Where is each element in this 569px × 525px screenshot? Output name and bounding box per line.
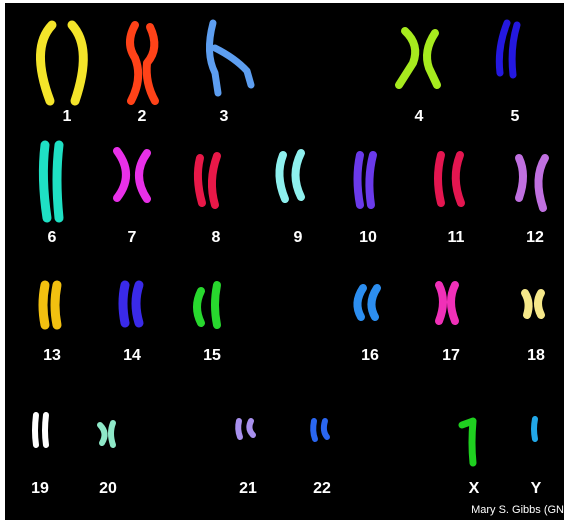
- chromosome-7-chromatid-1: [117, 151, 126, 198]
- chromosome-20-chromatid-1: [100, 425, 105, 443]
- chromosome-label-12: 12: [515, 230, 555, 246]
- chromosome-label-5: 5: [495, 109, 535, 125]
- chromosome-3: [209, 23, 251, 93]
- chromosome-4: [399, 31, 437, 85]
- chromosome-21: [238, 421, 253, 437]
- chromosome-2-chromatid-2: [147, 27, 155, 101]
- chromosome-10-chromatid-2: [369, 155, 373, 205]
- chromosome-label-4: 4: [399, 109, 439, 125]
- chromosome-15-chromatid-2: [215, 285, 217, 325]
- chromosome-label-10: 10: [348, 230, 388, 246]
- chromosome-20: [100, 423, 113, 445]
- chromosome-6-chromatid-2: [57, 145, 59, 218]
- chromosome-label-17: 17: [431, 348, 471, 364]
- chromosome-1-chromatid-1: [40, 25, 52, 101]
- chromosome-label-16: 16: [350, 348, 390, 364]
- chromosome-18: [525, 293, 541, 315]
- chromosome-label-20: 20: [88, 481, 128, 497]
- chromosome-7-chromatid-2: [139, 153, 147, 199]
- chromosome-3-chromatid-2: [215, 48, 251, 85]
- chromosome-8-chromatid-1: [198, 158, 202, 203]
- chromosome-label-2: 2: [122, 109, 162, 125]
- chromosome-label-21: 21: [228, 481, 268, 497]
- chromosome-21-chromatid-1: [238, 421, 240, 437]
- chromosome-16: [357, 288, 377, 317]
- chromosome-label-22: 22: [302, 481, 342, 497]
- chromosome-label-19: 19: [20, 481, 60, 497]
- chromosome-20-chromatid-2: [111, 423, 113, 445]
- chromosome-18-chromatid-2: [538, 293, 541, 315]
- chromosome-6: [43, 145, 59, 218]
- chromosome-14-chromatid-2: [136, 285, 139, 323]
- chromosome-6-chromatid-1: [43, 145, 47, 218]
- chromosome-4-chromatid-1: [399, 31, 415, 85]
- chromosome-1-chromatid-2: [72, 25, 83, 101]
- chromosome-label-9: 9: [278, 230, 318, 246]
- image-credit: Mary S. Gibbs (GN: [471, 504, 564, 516]
- chromosome-2-chromatid-1: [130, 25, 138, 101]
- chromosome-19: [35, 415, 46, 445]
- chromosome-22: [313, 421, 327, 439]
- chromosome-21-chromatid-2: [249, 421, 253, 435]
- chromosome-label-14: 14: [112, 348, 152, 364]
- chromosome-8: [198, 156, 217, 205]
- chromosome-13: [43, 285, 57, 325]
- chromosome-19-chromatid-1: [35, 415, 36, 445]
- chromosome-11-chromatid-1: [438, 155, 441, 203]
- chromosome-11-chromatid-2: [456, 155, 461, 203]
- chromosome-y-chromatid-1: [534, 419, 535, 439]
- chromosome-drawing: [5, 3, 564, 520]
- chromosome-label-x: X: [454, 481, 494, 497]
- chromosome-10: [358, 155, 374, 205]
- chromosome-22-chromatid-2: [324, 421, 327, 437]
- chromosome-13-chromatid-1: [43, 285, 45, 325]
- chromosome-12-chromatid-1: [519, 158, 523, 198]
- chromosome-7: [117, 151, 147, 199]
- chromosome-15: [197, 285, 217, 325]
- chromosome-y: [534, 419, 535, 439]
- chromosome-label-7: 7: [112, 230, 152, 246]
- chromosome-label-11: 11: [436, 230, 476, 246]
- chromosome-22-chromatid-1: [313, 421, 315, 439]
- chromosome-16-chromatid-1: [357, 288, 363, 317]
- chromosome-1: [40, 25, 83, 101]
- chromosome-x-chromatid-1: [462, 421, 473, 463]
- chromosome-3-chromatid-1: [209, 23, 218, 93]
- chromosome-13-chromatid-2: [55, 285, 57, 325]
- chromosome-label-y: Y: [516, 481, 556, 497]
- chromosome-15-chromatid-1: [197, 291, 201, 323]
- chromosome-4-chromatid-2: [427, 33, 437, 85]
- chromosome-19-chromatid-2: [45, 415, 46, 445]
- chromosome-9-chromatid-2: [296, 153, 302, 197]
- chromosome-12-chromatid-2: [538, 158, 545, 208]
- chromosome-10-chromatid-1: [358, 155, 361, 205]
- chromosome-5-chromatid-1: [499, 23, 507, 73]
- chromosome-label-13: 13: [32, 348, 72, 364]
- chromosome-18-chromatid-1: [525, 293, 529, 315]
- chromosome-17: [439, 285, 455, 321]
- chromosome-label-1: 1: [47, 109, 87, 125]
- chromosome-2: [130, 25, 155, 101]
- chromosome-16-chromatid-2: [371, 288, 377, 317]
- chromosome-label-15: 15: [192, 348, 232, 364]
- chromosome-x: [462, 421, 473, 463]
- chromosome-17-chromatid-1: [439, 285, 443, 321]
- chromosome-11: [438, 155, 461, 203]
- chromosome-17-chromatid-2: [451, 285, 455, 321]
- chromosome-5: [499, 23, 517, 75]
- chromosome-9-chromatid-1: [279, 155, 285, 199]
- chromosome-12: [519, 158, 545, 208]
- chromosome-14-chromatid-1: [123, 285, 125, 323]
- chromosome-label-6: 6: [32, 230, 72, 246]
- chromosome-9: [279, 153, 301, 199]
- chromosome-label-8: 8: [196, 230, 236, 246]
- chromosome-14: [123, 285, 139, 323]
- chromosome-label-3: 3: [204, 109, 244, 125]
- chromosome-5-chromatid-2: [512, 25, 517, 75]
- chromosome-8-chromatid-2: [212, 156, 217, 205]
- chromosome-label-18: 18: [516, 348, 556, 364]
